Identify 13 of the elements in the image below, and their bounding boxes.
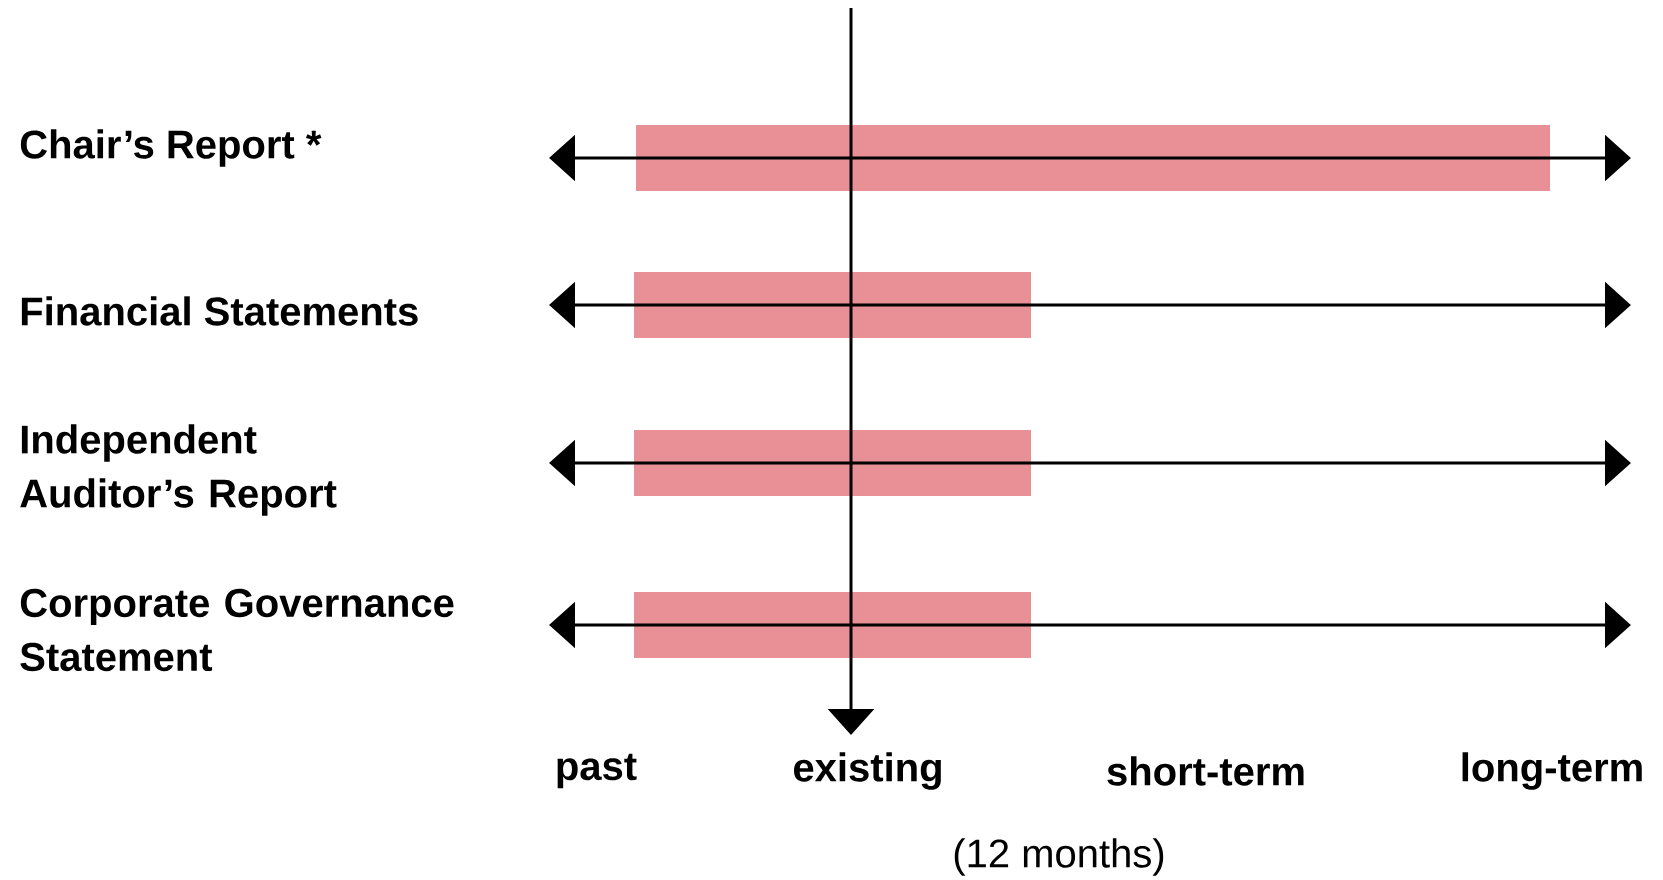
- row-label: Chair’s Report *: [20, 129, 322, 167]
- axis-label: existing: [794, 752, 941, 790]
- axis-label: past: [557, 753, 637, 789]
- timeline-bar: [634, 592, 1031, 658]
- axis-label: long-term: [1462, 752, 1642, 790]
- axis-note: (12 months): [954, 838, 1164, 876]
- timeline-bar: [634, 430, 1031, 496]
- axis-label: short-term: [1107, 756, 1304, 786]
- timeline-bar: [634, 272, 1031, 338]
- row-label: Financial Statements: [21, 296, 418, 326]
- row-label: Corporate Governance Statement: [20, 588, 454, 672]
- row-label: Independent Auditor’s Report: [20, 424, 337, 516]
- timeline-bar: [636, 125, 1550, 191]
